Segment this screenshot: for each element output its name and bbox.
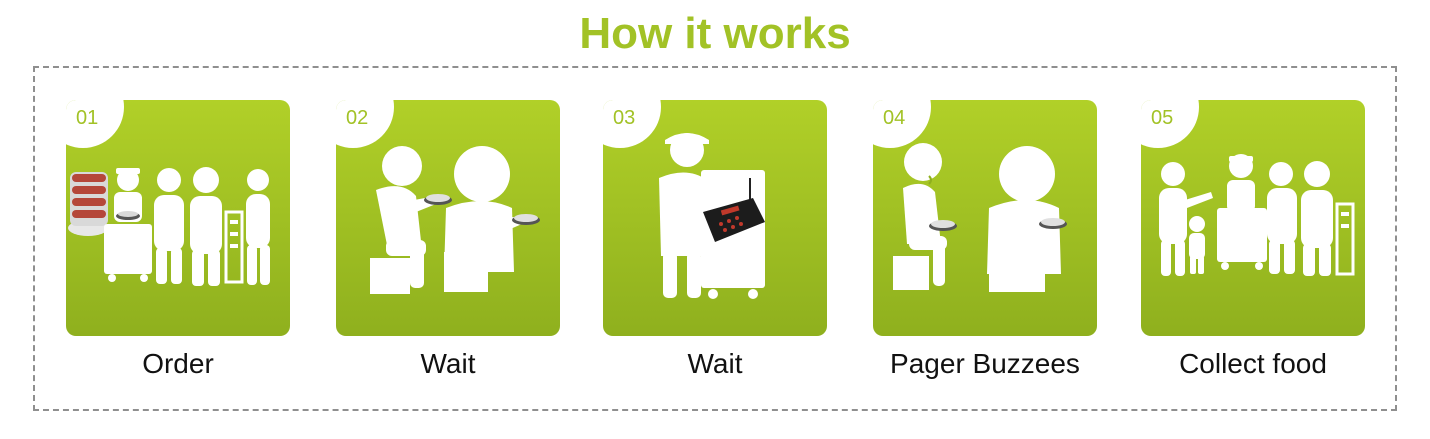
step-2-label: Wait [420,348,476,379]
step-3-badge: 03 [603,100,661,148]
order-counter-icon [66,100,290,336]
step-2-tile: 02 [336,100,560,336]
step-1-number: 01 [76,107,99,129]
step-5: 05 Collect food [1141,100,1365,382]
step-3: 03 Wait [603,100,827,382]
transmitter-keypad-icon [703,198,765,242]
step-4-label: Pager Buzzees [890,348,1080,379]
step-1: 01 Order [66,100,290,382]
staff-transmitter-icon [603,100,827,336]
step-4-tile: 04 [873,100,1097,336]
page-title: How it works [579,9,851,58]
step-2: 02 Wait [336,100,560,382]
step-3-number: 03 [613,107,636,129]
step-1-tile: 01 [66,100,290,336]
step-3-label: Wait [687,348,743,379]
step-4: 04 Pager Buzzees [873,100,1097,382]
step-3-tile: 03 [603,100,827,336]
step-2-number: 02 [346,107,369,129]
pager-stack-icon [68,172,108,236]
seated-customers-icon [336,100,560,336]
step-1-label: Order [142,348,214,379]
step-4-badge: 04 [873,100,931,148]
step-5-tile: 05 [1141,100,1365,336]
step-5-label: Collect food [1179,348,1327,379]
step-5-number: 05 [1151,107,1174,129]
step-4-number: 04 [883,107,906,129]
dashed-frame [33,66,1397,411]
